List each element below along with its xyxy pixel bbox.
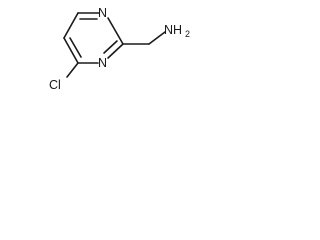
- structure-diagram: N N Cl NH 2: [49, 6, 190, 92]
- bond-c5-c4-inner: [69, 37, 82, 58]
- ring-bonds: [63, 12, 124, 64]
- bond-c6-c5: [63, 12, 79, 39]
- atom-amine-label: NH: [164, 23, 182, 37]
- bond-ch2-nh2: [148, 31, 166, 45]
- atom-n1-label: N: [98, 6, 107, 20]
- bond-c2-n1: [107, 17, 124, 45]
- bond-c5-c4: [63, 37, 79, 64]
- atom-amine-subscript: 2: [185, 29, 190, 39]
- substituent-bonds: [66, 31, 166, 78]
- bond-c4-cl: [66, 62, 79, 78]
- atom-cl-label: Cl: [49, 78, 61, 92]
- bond-n3-c2: [107, 43, 124, 59]
- bond-n3-c2-inner: [103, 40, 118, 54]
- atom-n3-label: N: [98, 56, 107, 70]
